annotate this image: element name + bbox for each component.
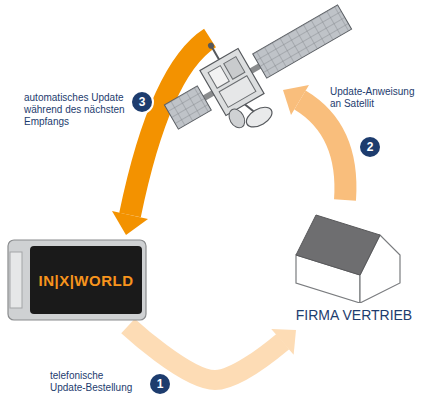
step-description: telefonische Update-Bestellung xyxy=(50,370,138,394)
callout-number: 2 xyxy=(360,137,380,157)
step-description: Update-Anweisung an Satellit xyxy=(330,86,422,110)
house-outline xyxy=(288,203,420,303)
cam-module: IN|X|WORLD xyxy=(6,238,148,322)
satellite xyxy=(149,0,371,162)
connector-line xyxy=(128,326,296,380)
instruction-arrow xyxy=(300,100,345,200)
update-arrow xyxy=(130,38,210,215)
callout-number: 1 xyxy=(150,374,170,394)
step-description: automatisches Update während des nächste… xyxy=(24,92,128,128)
company-name: FIRMA VERTRIEB xyxy=(288,307,420,324)
logo-text: IN|X|WORLD xyxy=(30,246,142,314)
company-house: FIRMA VERTRIEB xyxy=(288,203,420,324)
callout-number: 3 xyxy=(132,92,152,112)
arrow-head xyxy=(283,85,309,115)
arrow-head xyxy=(112,211,148,235)
arrow-head xyxy=(271,329,296,355)
order-arrow xyxy=(128,326,296,380)
